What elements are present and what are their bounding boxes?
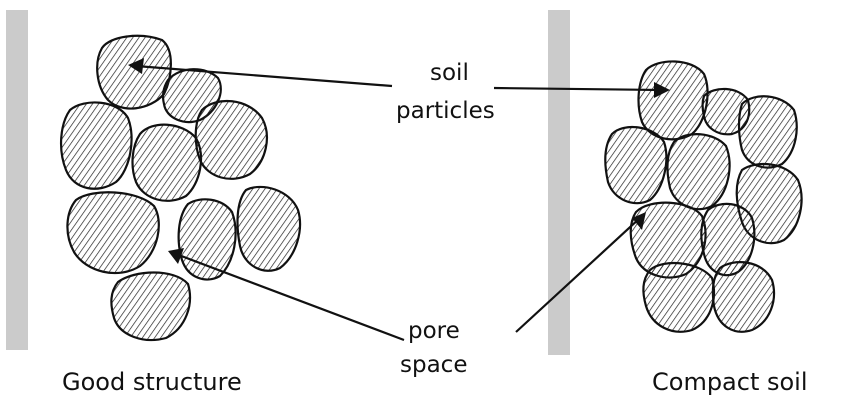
- soil-particle: [133, 125, 201, 201]
- soil-particle: [238, 187, 300, 271]
- soil-particle: [605, 127, 666, 203]
- label-soil-particles-line1: soil: [430, 60, 469, 86]
- soil-particle: [739, 96, 797, 167]
- soil-particle: [639, 61, 708, 139]
- soil-particle: [713, 262, 774, 332]
- soil-particle: [667, 134, 729, 209]
- label-pore-space-line2: space: [400, 352, 467, 378]
- caption-good-structure: Good structure: [62, 368, 242, 396]
- caption-compact-soil: Compact soil: [652, 368, 808, 396]
- soil-particle: [111, 273, 190, 340]
- soil-particle: [643, 263, 714, 332]
- soil-particle: [61, 102, 132, 188]
- soil-particle: [196, 101, 267, 179]
- soil-particle: [67, 192, 158, 273]
- label-pore-space-line1: pore: [408, 318, 460, 344]
- soil-particle: [97, 36, 171, 109]
- soil-particle: [179, 199, 236, 279]
- label-soil-particles-line2: particles: [396, 98, 495, 124]
